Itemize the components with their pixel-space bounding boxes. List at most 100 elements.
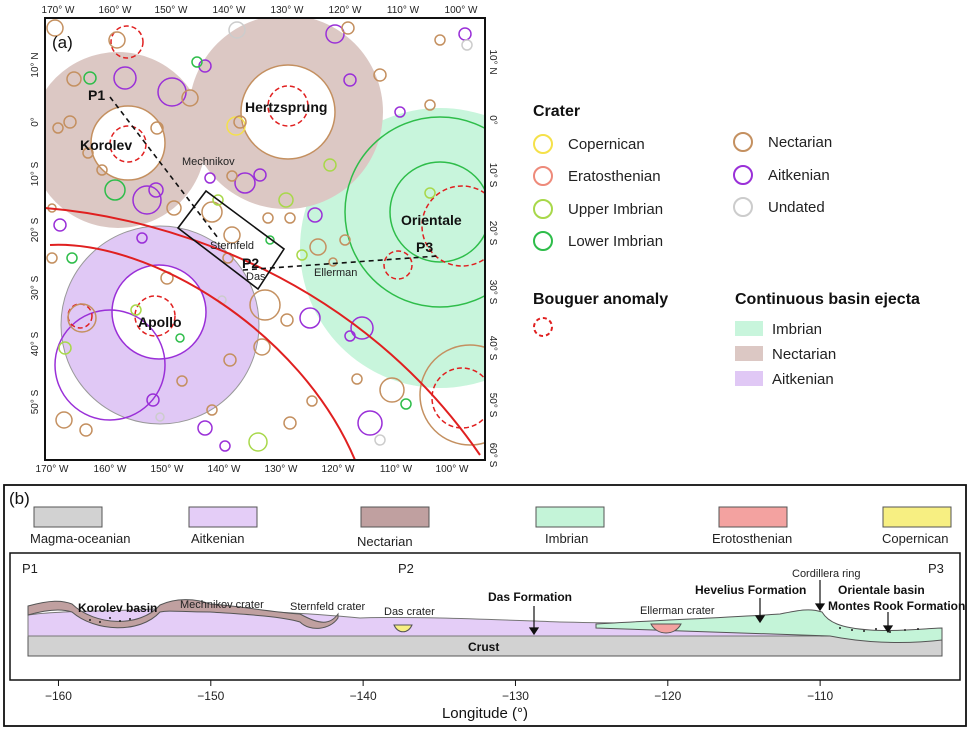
korolev-label: Korolev (80, 137, 132, 153)
imbrian-layer (595, 609, 943, 644)
nectarian-layer (27, 599, 339, 629)
svg-text:130° W: 130° W (271, 5, 304, 16)
orientale-label: Orientale (401, 212, 462, 228)
unit-legend: Magma-oceanian Aitkenian Nectarian Imbri… (30, 506, 952, 549)
legend-aitkenian-symbol (733, 165, 753, 185)
mechnikov-crater-label: Mechnikov crater (180, 599, 264, 611)
unit-magma-label: Magma-oceanian (30, 531, 130, 546)
unit-erotosthenian-label: Erotosthenian (712, 531, 792, 546)
p3-label: P3 (416, 239, 433, 255)
unit-magma-swatch (33, 506, 103, 528)
hertzsprung-label: Hertzsprung (245, 99, 327, 115)
legend-aitkenian-ejecta-label: Aitkenian (772, 371, 834, 388)
svg-text:60° S: 60° S (487, 443, 498, 468)
svg-text:10° S: 10° S (487, 163, 498, 188)
legend-nectarian-ejecta-label: Nectarian (772, 346, 836, 363)
svg-text:110° W: 110° W (380, 464, 413, 475)
legend-imbrian-ejecta-label: Imbrian (772, 321, 822, 338)
mechnikov-label: Mechnikov (182, 156, 235, 168)
x-axis-label: Longitude (°) (442, 705, 528, 722)
legend-upper-imbrian-label: Upper Imbrian (568, 201, 663, 218)
legend-nectarian-label: Nectarian (768, 134, 832, 151)
profile-line-p2-p3 (242, 255, 439, 271)
crater-legend-heading: Crater (533, 103, 580, 120)
right-latitude-ticks: 10° N 0° 10° S 20° S 30° S 40° S 50° S 6… (487, 49, 498, 467)
svg-text:140° W: 140° W (208, 464, 241, 475)
x-tick-label-2: −140 (350, 689, 377, 703)
svg-text:50° S: 50° S (30, 389, 41, 414)
legend-imbrian-swatch (735, 321, 763, 336)
svg-text:150° W: 150° W (155, 5, 188, 16)
legend-nectarian-swatch (735, 346, 763, 361)
svg-text:160° W: 160° W (99, 5, 132, 16)
legend-lower-imbrian-symbol (533, 231, 553, 251)
svg-text:110° W: 110° W (387, 5, 420, 16)
svg-text:40° S: 40° S (30, 331, 41, 356)
cross-section-panel: (b) Magma-oceanian Aitkenian Nectarian I… (3, 484, 967, 727)
unit-erotosthenian-swatch (718, 506, 788, 528)
panel-a-label: (a) (52, 33, 73, 52)
hertzsprung-ring (240, 64, 336, 160)
unit-aitkenian-swatch (188, 506, 258, 528)
panel-b-frame (3, 484, 967, 727)
svg-text:170° W: 170° W (36, 464, 69, 475)
orientale-outer-ring (344, 116, 485, 308)
legend: Crater Copernican Eratosthenian Upper Im… (533, 103, 920, 388)
unit-nectarian-swatch (360, 506, 430, 528)
legend-aitkenian-label: Aitkenian (768, 167, 830, 184)
svg-text:20° S: 20° S (487, 221, 498, 246)
b-p3-label: P3 (928, 561, 944, 576)
sternfeld-label: Sternfeld (210, 240, 254, 252)
p1-label: P1 (88, 87, 105, 103)
b-p1-label: P1 (22, 561, 38, 576)
large-nectarian-crater (419, 344, 485, 446)
legend-lower-imbrian-label: Lower Imbrian (568, 233, 663, 250)
svg-text:120° W: 120° W (322, 464, 355, 475)
legend-copernican-label: Copernican (568, 136, 645, 153)
korolev-basin-label: Korolev basin (78, 601, 157, 615)
red-line-lower (49, 243, 356, 460)
x-tick-label-5: −110 (807, 689, 833, 703)
b-p2-label: P2 (398, 561, 414, 576)
orientale-inner-ring (389, 161, 485, 263)
das-crater-fill (393, 624, 413, 633)
map-panel: (a) Hertzsprung Korolev Orientale Apollo… (30, 5, 498, 475)
legend-aitkenian-swatch (735, 371, 763, 386)
svg-text:150° W: 150° W (151, 464, 184, 475)
panel-b-label: (b) (9, 489, 30, 508)
svg-text:30° S: 30° S (487, 280, 498, 305)
svg-text:20° S: 20° S (30, 217, 41, 242)
basin-deposit-stipple (89, 617, 919, 633)
bouguer-legend-heading: Bouguer anomaly (533, 291, 668, 308)
das-label: Das (246, 271, 266, 283)
svg-text:30° S: 30° S (30, 275, 41, 300)
bottom-longitude-ticks: 170° W 160° W 150° W 140° W 130° W 120° … (36, 464, 469, 475)
legend-undated-symbol (733, 197, 753, 217)
profile-line-p1-p2 (109, 96, 219, 239)
svg-text:0°: 0° (30, 117, 41, 127)
p2-label: P2 (242, 255, 259, 271)
x-tick-label-1: −150 (197, 689, 224, 703)
annotation-arrows (528, 580, 894, 636)
unit-copernican-swatch (882, 506, 952, 528)
ejecta-legend-heading: Continuous basin ejecta (735, 291, 920, 308)
das-crater-label: Das crater (384, 606, 435, 618)
crater-legend-symbols (533, 132, 753, 251)
unit-imbrian-swatch (535, 506, 605, 528)
svg-text:50° S: 50° S (487, 393, 498, 418)
legend-undated-label: Undated (768, 199, 825, 216)
map-frame (44, 17, 486, 461)
unit-nectarian-label: Nectarian (357, 534, 413, 549)
svg-text:40° S: 40° S (487, 336, 498, 361)
large-aitkenian-crater (54, 309, 166, 421)
unit-aitkenian-label: Aitkenian (191, 531, 244, 546)
legend-upper-imbrian-symbol (533, 199, 553, 219)
orientale-basin-label: Orientale basin (838, 583, 925, 597)
legend-eratosthenian-label: Eratosthenian (568, 168, 661, 185)
top-longitude-ticks: 170° W 160° W 150° W 140° W 130° W 120° … (42, 5, 478, 16)
korolev-ring (90, 105, 166, 181)
ellerman-crater-label: Ellerman crater (640, 605, 715, 617)
unit-copernican-label: Copernican (882, 531, 949, 546)
